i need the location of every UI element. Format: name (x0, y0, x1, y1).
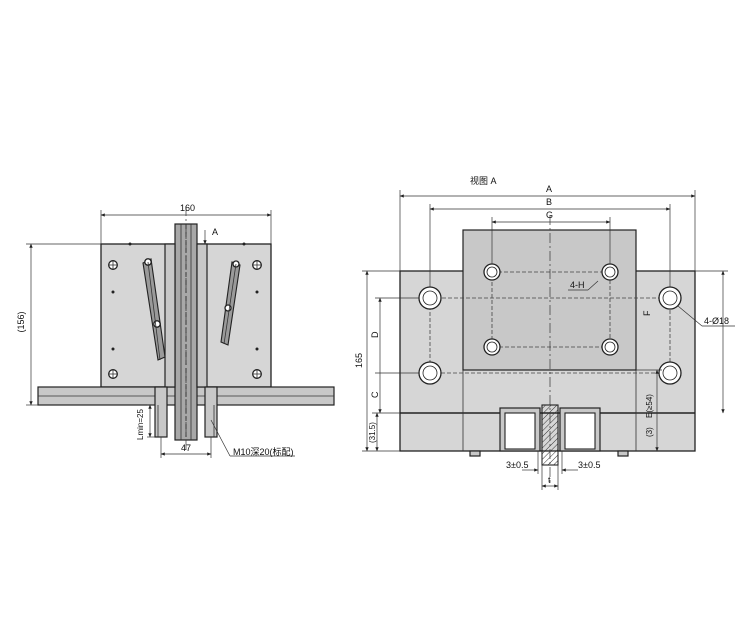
left-view: A 160 (156) Lmin=25 47 M10深20(标配) (16, 203, 335, 458)
hole-callout-4h: 4-H (570, 280, 585, 290)
tolerance-right: 3±0.5 (578, 460, 600, 470)
dim-31-5: (31.5) (368, 422, 377, 443)
dim-156: (156) (16, 311, 26, 332)
dim-b: B (546, 197, 552, 207)
dim-lmin: Lmin=25 (136, 409, 145, 440)
view-title: 视图 A (470, 175, 497, 186)
dim-g: G (546, 210, 553, 220)
dim-47: 47 (181, 443, 191, 453)
dim-c: C (370, 391, 380, 398)
outer-holes (418, 286, 682, 385)
view-a-marker: A (212, 227, 218, 237)
right-view: 视图 A (354, 175, 735, 490)
left-bolt-holes (108, 242, 262, 379)
left-guide-shoe (164, 243, 176, 388)
dim-f: F (642, 310, 652, 316)
inner-holes (483, 263, 619, 356)
dim-d: D (370, 331, 380, 338)
dim-3: (3) (645, 427, 654, 437)
dim-a: A (546, 184, 552, 194)
dim-160: 160 (180, 203, 195, 213)
thread-note: M10深20(标配) (233, 446, 294, 457)
dim-165: 165 (354, 353, 364, 368)
hole-callout-4d18: 4-Ø18 (704, 316, 729, 326)
inner-bolt-pattern (491, 271, 611, 348)
left-lower-pin (154, 386, 168, 438)
right-guide-shoe (196, 243, 208, 388)
tolerance-left: 3±0.5 (506, 460, 528, 470)
dim-e: E(≥54) (645, 394, 654, 418)
dim-t: t (548, 475, 551, 485)
right-lower-pin (204, 386, 218, 438)
